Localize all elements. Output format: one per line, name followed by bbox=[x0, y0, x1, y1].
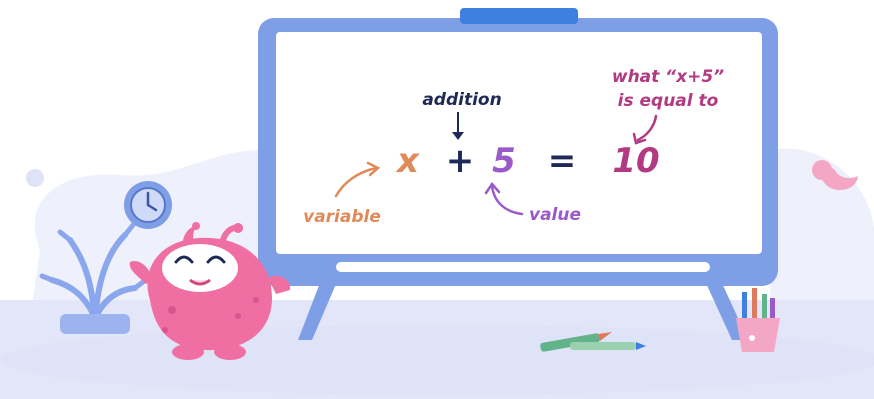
arrow-icon bbox=[334, 161, 381, 198]
equation-value: 5 bbox=[492, 141, 516, 181]
whiteboard bbox=[258, 8, 778, 286]
equation-equals: = bbox=[548, 141, 577, 181]
equation-result: 10 bbox=[612, 141, 659, 181]
arrow-icon bbox=[452, 112, 464, 140]
value-annotation: value bbox=[529, 205, 581, 225]
arrow-icon bbox=[632, 114, 658, 145]
arrow-icon bbox=[484, 181, 524, 216]
board-top-clip bbox=[460, 8, 578, 24]
result-annotation-line1: what “x+5” bbox=[612, 67, 724, 87]
pencil-cup-icon bbox=[736, 288, 780, 352]
monster-mascot bbox=[129, 222, 291, 360]
result-annotation-line2: is equal to bbox=[618, 91, 719, 111]
marker-tray bbox=[336, 262, 710, 272]
crayon-icon bbox=[540, 332, 646, 352]
variable-annotation: variable bbox=[303, 207, 381, 227]
plant-icon bbox=[39, 222, 146, 334]
addition-annotation: addition bbox=[422, 90, 501, 110]
equation-variable: x bbox=[395, 141, 420, 181]
equation-plus: + bbox=[446, 141, 475, 181]
clock-icon bbox=[124, 181, 172, 229]
board-legs bbox=[298, 270, 748, 340]
